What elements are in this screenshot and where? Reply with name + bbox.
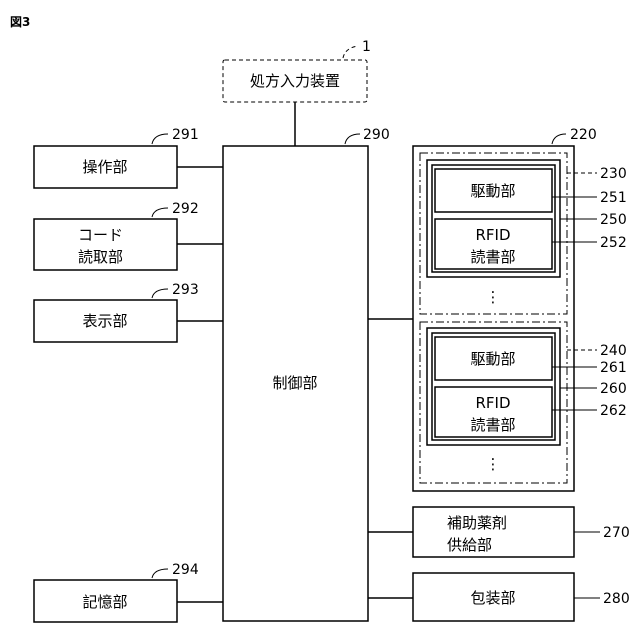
code-reader-label-line1: コード xyxy=(78,226,123,244)
display-unit-label: 表示部 xyxy=(82,312,127,330)
control-unit-label: 制御部 xyxy=(272,374,317,392)
ref-290: 290 xyxy=(363,127,390,143)
ref-leader-293 xyxy=(152,289,168,298)
ref-291: 291 xyxy=(172,127,199,143)
ref-leader-1 xyxy=(343,46,358,58)
ellipsis-a: ⋮ xyxy=(486,288,501,306)
operation-unit-label: 操作部 xyxy=(82,158,127,176)
ref-leader-294 xyxy=(152,569,168,578)
ref-250: 250 xyxy=(600,212,627,228)
prescription-input-label: 処方入力装置 xyxy=(250,72,340,90)
rfid-unit-b-label-line2: 読書部 xyxy=(470,416,515,434)
drive-unit-a-label: 駆動部 xyxy=(470,182,515,200)
ref-220: 220 xyxy=(570,127,597,143)
ref-252: 252 xyxy=(600,235,627,251)
ref-leader-291 xyxy=(152,134,168,144)
ref-292: 292 xyxy=(172,201,199,217)
ref-leader-290 xyxy=(345,134,360,144)
ref-1: 1 xyxy=(362,39,371,55)
rfid-unit-a-label-line1: RFID xyxy=(475,226,510,244)
ref-280: 280 xyxy=(603,591,630,607)
ref-240: 240 xyxy=(600,343,627,359)
packaging-unit-label: 包装部 xyxy=(470,589,515,607)
ref-293: 293 xyxy=(172,282,199,298)
figure-label: 図3 xyxy=(10,15,30,29)
ref-270: 270 xyxy=(603,525,630,541)
ref-251: 251 xyxy=(600,190,627,206)
ref-leader-292 xyxy=(152,208,168,217)
drive-unit-b-label: 駆動部 xyxy=(470,350,515,368)
ref-leader-220 xyxy=(552,134,566,144)
ref-260: 260 xyxy=(600,381,627,397)
auxiliary-supply-label-line2: 供給部 xyxy=(447,536,492,554)
memory-unit-label: 記憶部 xyxy=(82,593,127,611)
rfid-unit-b-label-line1: RFID xyxy=(475,394,510,412)
ref-261: 261 xyxy=(600,360,627,376)
ellipsis-b: ⋮ xyxy=(486,455,501,473)
ref-262: 262 xyxy=(600,403,627,419)
auxiliary-supply-label-line1: 補助薬剤 xyxy=(447,514,507,532)
ref-230: 230 xyxy=(600,166,627,182)
rfid-unit-a-label-line2: 読書部 xyxy=(470,248,515,266)
ref-294: 294 xyxy=(172,562,199,578)
code-reader-label-line2: 読取部 xyxy=(78,248,123,266)
